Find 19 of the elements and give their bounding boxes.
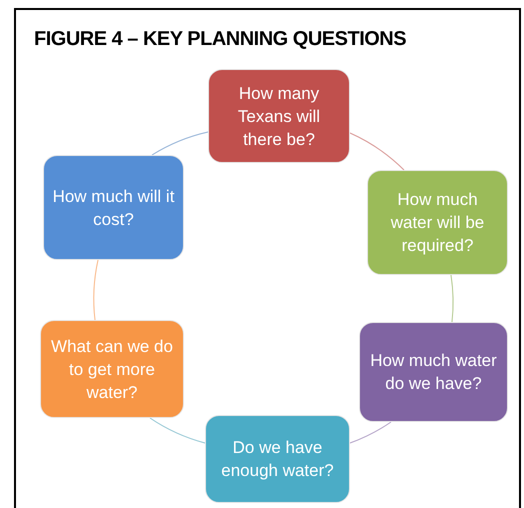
connector-arc [150,418,206,444]
question-text: How much water do we have? [369,350,498,395]
question-text: What can we do to get more water? [50,336,174,404]
question-box [359,322,508,422]
question-text: How much will it cost? [52,186,175,230]
connector-arc [93,260,98,320]
question-box [208,69,350,163]
question-box [205,415,350,503]
question-box [43,155,184,260]
question-text: How many Texans will there be? [236,82,322,150]
connector-arc [350,422,392,444]
question-box [40,320,184,418]
connector-arc [450,274,454,322]
connector-arc [152,132,208,156]
question-text: How much water will be required? [390,189,486,257]
question-box [367,170,508,275]
figure-title: FIGURE 4 – KEY PLANNING QUESTIONS [34,27,406,52]
connector-arc [350,132,404,170]
question-text: Do we have enough water? [220,437,335,482]
